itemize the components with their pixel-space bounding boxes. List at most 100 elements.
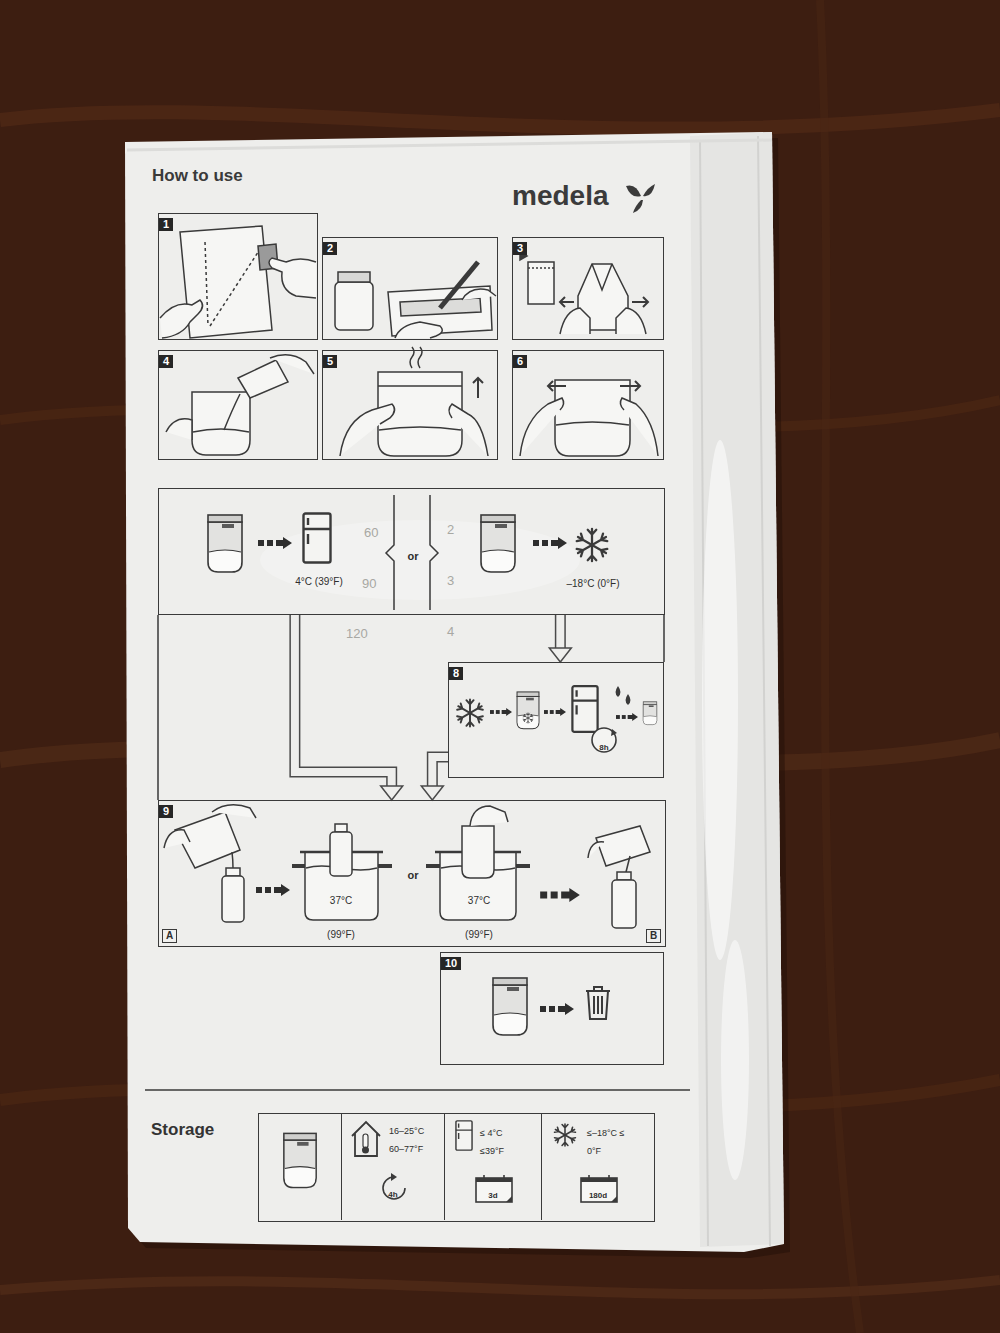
- step-panel: 5: [322, 350, 498, 460]
- temperature-label: 37°C: [330, 895, 352, 906]
- step-9-picture: [164, 805, 650, 928]
- text-slot: 180d: [578, 1184, 618, 1202]
- step-3-picture-part: [528, 262, 554, 304]
- step-1-picture-part: [160, 300, 203, 338]
- step-8-picture-part: [611, 729, 617, 736]
- storage-cell: ≤–18°C ≤ 0°F 180d: [541, 1114, 653, 1220]
- step-9-picture-part: [470, 806, 508, 826]
- step-number: 1: [159, 218, 173, 231]
- step-10-picture-part: [493, 978, 527, 1035]
- step-number: 8: [449, 667, 463, 680]
- step-7-picture-part: [386, 495, 438, 610]
- text-slot: 4°C (39°F): [259, 571, 379, 589]
- storage-icons-part: [456, 1121, 472, 1150]
- temperature-range: 16–25°C 60–77°F: [389, 1126, 424, 1154]
- step-3-picture-part: [560, 308, 590, 334]
- step-3-picture: [520, 252, 648, 334]
- step-5-picture-part: [340, 404, 395, 456]
- storage-icons-part: [476, 1175, 512, 1202]
- step-6-picture: [520, 380, 658, 456]
- step-panel: 2: [322, 237, 498, 340]
- temperature-label: (99°F): [327, 929, 355, 940]
- step-1-picture-part: [269, 258, 316, 298]
- step-2-picture-part: [395, 322, 442, 338]
- storage-icons-part: [554, 1124, 576, 1146]
- step-7-picture-part: [481, 515, 515, 572]
- step-1-picture: [160, 226, 316, 338]
- arrow-head: [381, 786, 403, 800]
- text-slot: medela: [512, 180, 609, 212]
- storage-bag-part: [127, 140, 772, 150]
- step-6-picture-part: [620, 398, 658, 456]
- step-8-picture-part: [517, 692, 539, 729]
- text-slot: 2: [323, 238, 337, 256]
- text-slot: ≤–18°C ≤ 0°F: [587, 1122, 629, 1159]
- temperature-label: –18°C (0°F): [566, 578, 619, 589]
- text-slot: 8h: [590, 736, 618, 754]
- step-5-picture-part: [449, 404, 488, 456]
- step-10-picture-part: [540, 1003, 574, 1015]
- text-slot: 37°C: [449, 890, 509, 908]
- hollow-flow-arrow: [549, 615, 571, 662]
- step-9-picture-part: [612, 880, 636, 928]
- step-number: 5: [323, 355, 337, 368]
- step-number: 2: [323, 242, 337, 255]
- text-slot: or: [393, 865, 433, 883]
- storage-table: Storage16–25°C 60–77°F4h≤ 4°C ≤39°F3d≤–1…: [258, 1113, 655, 1222]
- step-5-picture-part: [379, 427, 461, 430]
- text-slot: 9: [159, 801, 173, 819]
- wood-table-part: [820, 0, 860, 1333]
- step-7-picture-part: [258, 537, 292, 549]
- divider-line: [145, 1089, 690, 1091]
- step-8-picture-part: [616, 713, 638, 721]
- step-8-picture-part: [544, 708, 566, 716]
- storage-bag-part: [721, 940, 749, 1180]
- step-3-picture-part: [592, 264, 612, 290]
- step-5-picture-part: [378, 385, 462, 387]
- step-9-picture-part: [330, 832, 352, 876]
- step-10-picture-part: [586, 987, 610, 1019]
- or-word: or: [408, 869, 419, 881]
- step-9-picture-part: [226, 868, 240, 876]
- text-slot: 4: [447, 622, 454, 640]
- step-7-picture-part: [304, 514, 331, 563]
- step-4-picture-part: [270, 355, 314, 374]
- option-letter: B: [646, 929, 661, 943]
- step-number: 6: [513, 355, 527, 368]
- step-panel: 1: [158, 213, 318, 340]
- temperature-label: 37°C: [468, 895, 490, 906]
- arrow-outline: [555, 615, 566, 648]
- step-8-picture-part: [523, 713, 533, 723]
- text-slot: 4: [159, 351, 173, 369]
- step-8-picture-part: [592, 728, 616, 752]
- step-9-picture-part: [256, 884, 290, 896]
- or-word: or: [408, 550, 419, 562]
- step-8-picture-part: [572, 686, 597, 732]
- arrow-outline: [295, 615, 392, 786]
- arrow-outline: [432, 757, 448, 786]
- step-number: 9: [159, 805, 173, 818]
- step-5-picture: [340, 347, 488, 456]
- step-2-picture-part: [462, 289, 496, 300]
- step-3-picture-part: [632, 297, 648, 307]
- text-slot: How to use: [152, 166, 243, 186]
- step-3-picture-part: [560, 297, 574, 307]
- step-8-picture-part: [490, 708, 512, 716]
- storage-choice-panel: 4°C (39°F) or –18°C (0°F): [158, 488, 665, 615]
- text-slot: –18°C (0°F): [533, 573, 653, 591]
- step-4-picture-part: [166, 419, 192, 440]
- storage-bag-part: [125, 132, 784, 1252]
- step-6-picture-part: [555, 380, 630, 456]
- text-slot: B: [646, 925, 661, 943]
- text-slot: or: [394, 546, 432, 564]
- text-slot: 120: [346, 624, 368, 642]
- step-3-picture-part: [528, 267, 554, 269]
- step-8-picture: [456, 686, 656, 752]
- step-6-picture-part: [520, 398, 564, 456]
- storage-icons-part: [383, 1177, 405, 1199]
- step-9-picture-part: [462, 826, 494, 878]
